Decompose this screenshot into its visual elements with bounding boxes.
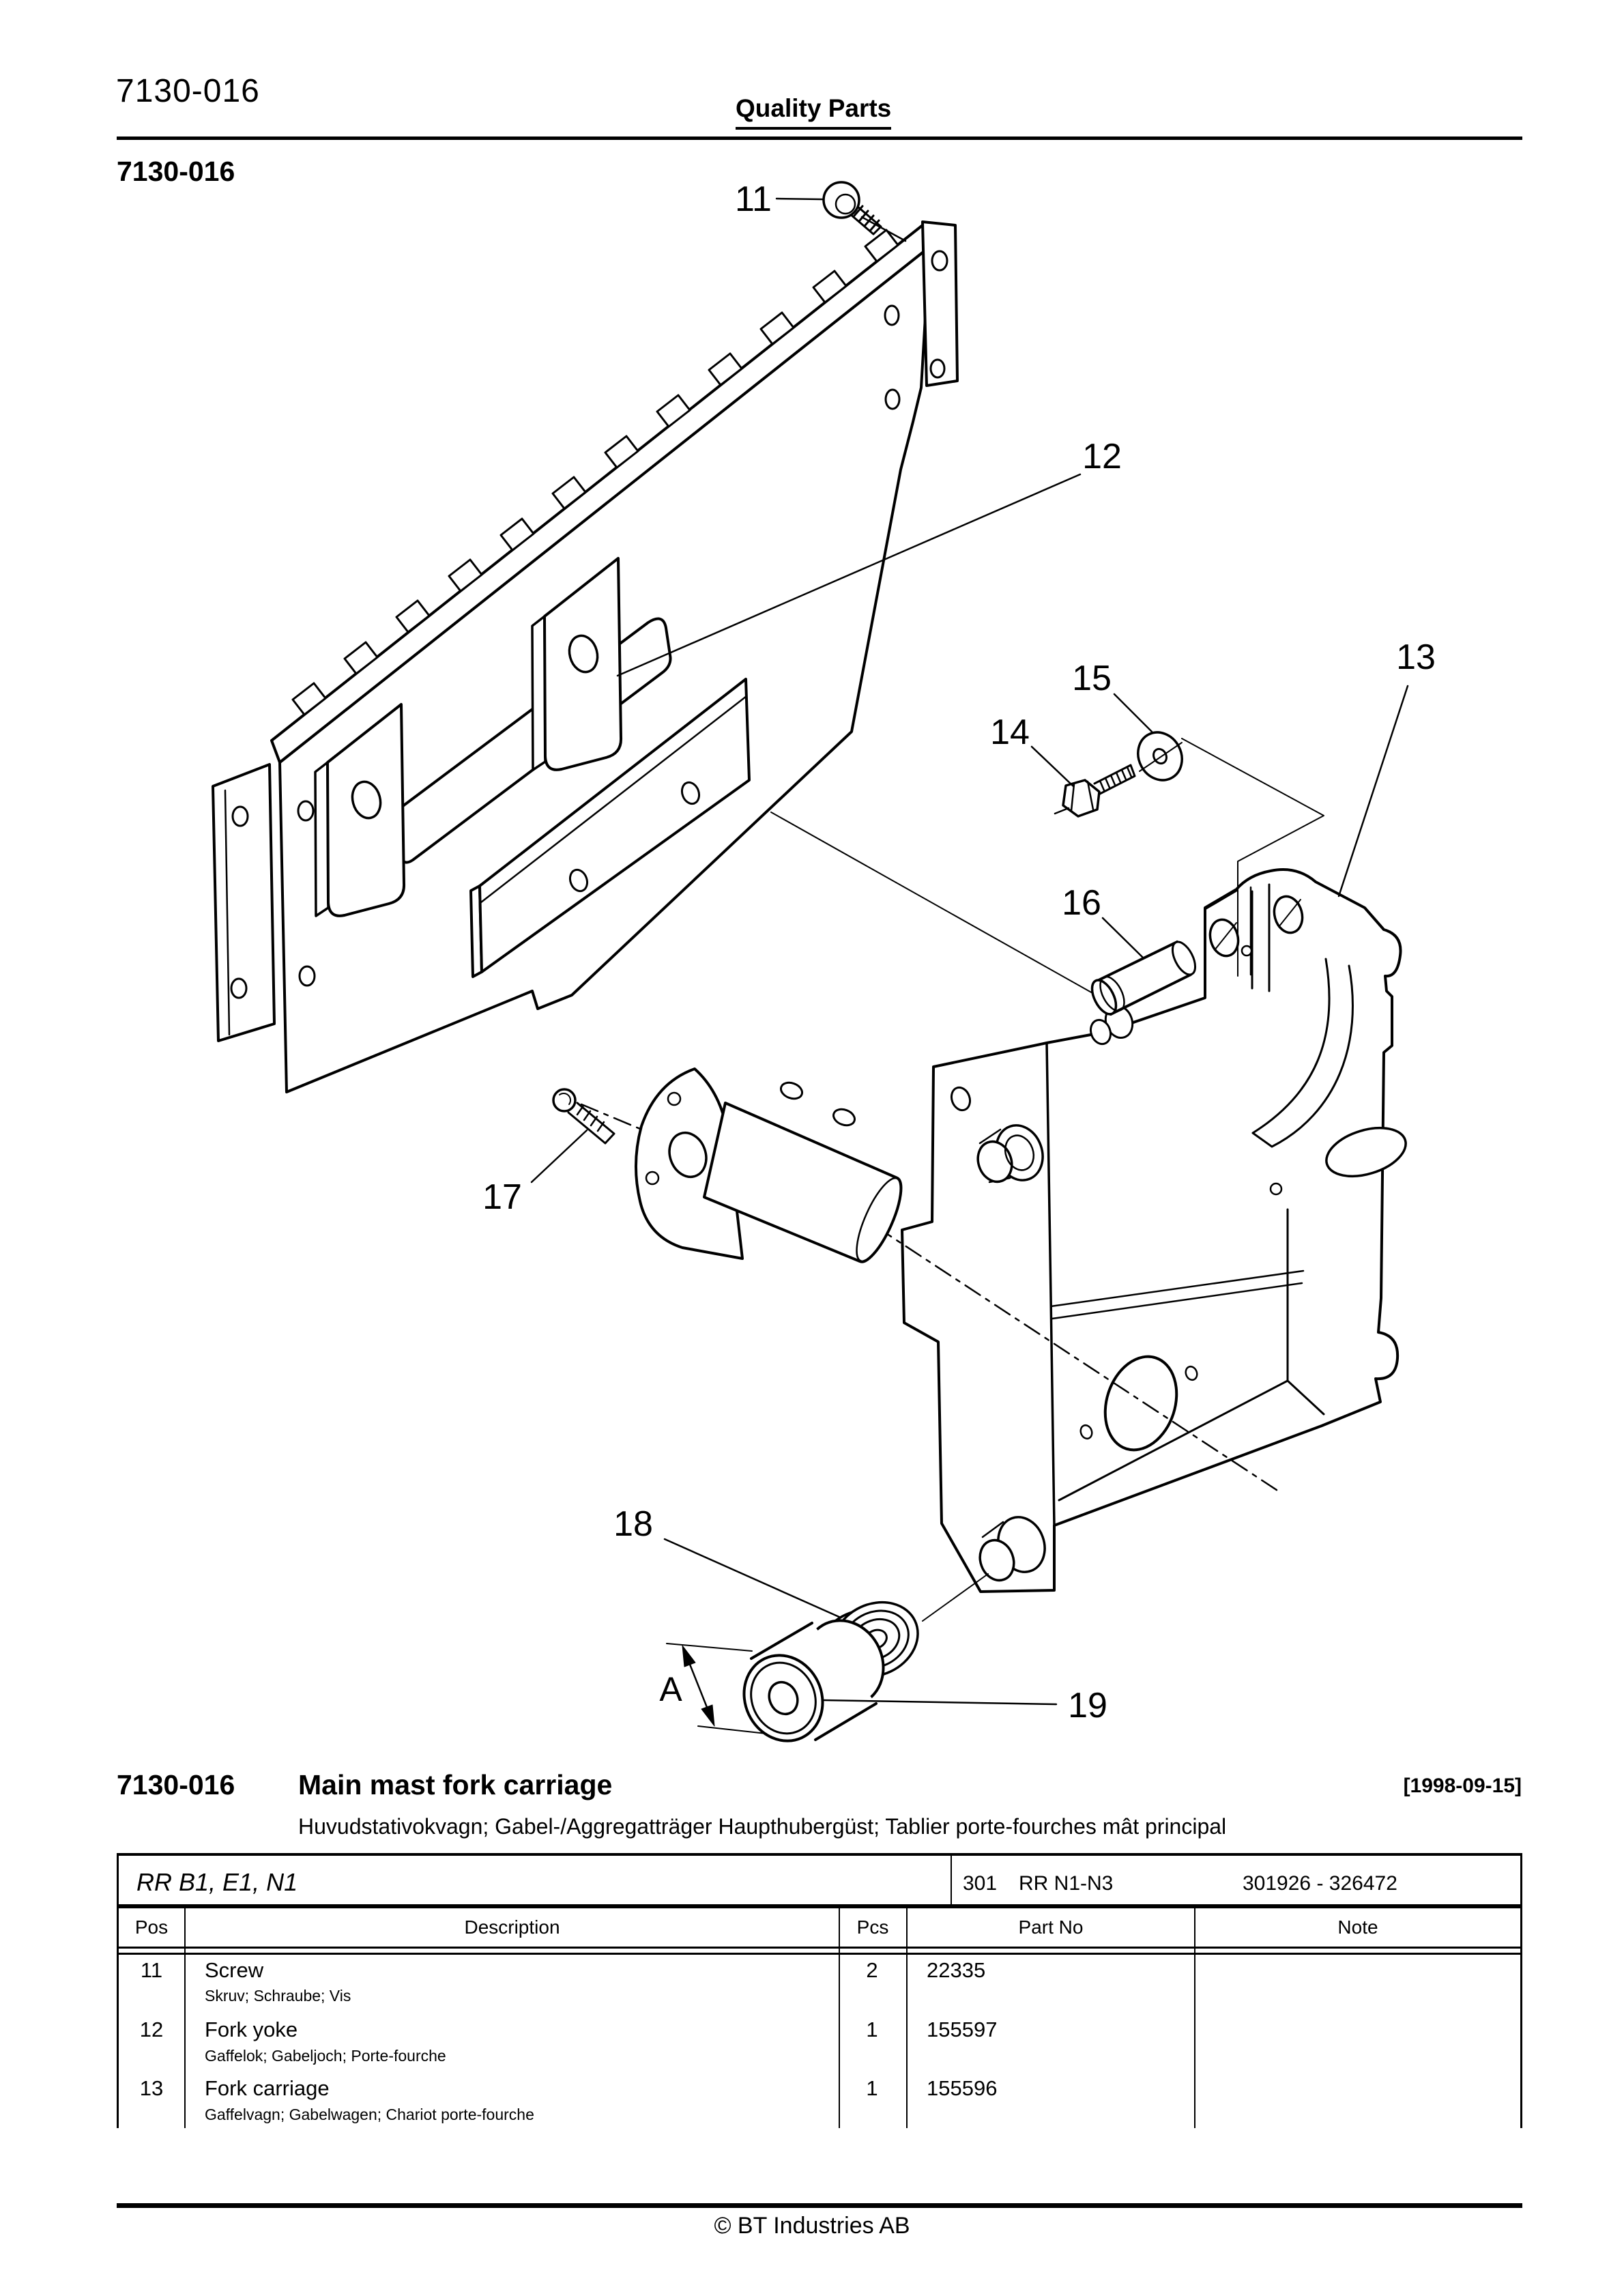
col-line-1 (184, 1908, 186, 2128)
fork-carriage-drawing (901, 868, 1407, 1593)
col-header-note: Note (1337, 1917, 1378, 1938)
band-divider (951, 1856, 952, 1904)
header-rule-1 (119, 1947, 1520, 1949)
row-description-alt: Skruv; Schraube; Vis (205, 1987, 351, 2005)
row-description-alt: Gaffelok; Gabeljoch; Porte-fourche (205, 2047, 446, 2065)
alignment-line-15 (1181, 738, 1324, 977)
header-brand-title: Quality Parts (736, 94, 892, 130)
footer-copyright: © BT Industries AB (714, 2213, 910, 2239)
dimension-a-arrow (666, 1643, 767, 1734)
callout-leaders (530, 473, 1409, 1706)
screw-11-drawing (822, 181, 882, 235)
header-rule-2 (119, 1953, 1520, 1955)
row-description: Screw (205, 1958, 264, 1982)
rail-teeth (291, 229, 899, 716)
alignment-line (770, 812, 1099, 997)
header-rule (117, 137, 1522, 140)
variant-models: RR N1-N3 (1019, 1872, 1114, 1895)
col-line-2 (839, 1908, 840, 2128)
callout-19: 19 (1068, 1686, 1107, 1725)
row-pos: 13 (139, 2076, 164, 2100)
screw-17-drawing (552, 1088, 615, 1145)
page-subtitle: Huvudstativokvagn; Gabel-/Aggregatträger… (298, 1814, 1227, 1839)
row-description: Fork yoke (205, 2018, 298, 2041)
row-partno: 155596 (927, 2076, 998, 2100)
col-header-pos: Pos (134, 1917, 169, 1938)
callout-17: 17 (482, 1177, 522, 1217)
page-title: Main mast fork carriage (298, 1769, 613, 1800)
row-description: Fork carriage (205, 2076, 330, 2100)
section-label: 7130-016 (117, 156, 235, 187)
footer-rule (117, 2203, 1522, 2208)
row-pos: 12 (139, 2018, 164, 2041)
row-pcs: 2 (866, 1958, 878, 1982)
row-description-alt: Gaffelvagn; Gabelwagen; Chariot porte-fo… (205, 2106, 534, 2123)
row-partno: 22335 (927, 1958, 986, 1982)
title-section-number: 7130-016 (117, 1769, 235, 1800)
col-header-pcs: Pcs (856, 1917, 889, 1938)
row-partno: 155597 (927, 2018, 998, 2041)
callout-18: 18 (613, 1504, 653, 1544)
col-line-3 (906, 1908, 908, 2128)
pin-16-drawing (1090, 941, 1197, 1016)
bolt-14-drawing (1054, 764, 1136, 818)
row-pcs: 1 (866, 2076, 878, 2100)
callout-13: 13 (1396, 637, 1436, 677)
roller-bracket-17-drawing (580, 1067, 1282, 1494)
serial-range: 301926 - 326472 (1243, 1872, 1397, 1895)
row-pos: 11 (140, 1958, 163, 1982)
header-doc-number: 7130-016 (116, 73, 260, 109)
fork-yoke-drawing (212, 220, 959, 1093)
col-header-partno: Part No (1018, 1917, 1084, 1938)
parts-table: RR B1, E1, N1 301 RR N1-N3 301926 - 3264… (117, 1853, 1522, 2128)
variant-label: RR B1, E1, N1 (136, 1868, 298, 1896)
callout-11: 11 (735, 180, 772, 219)
exploded-diagram: 11 12 13 14 15 16 17 18 19 A (212, 180, 1436, 1742)
callout-16: 16 (1062, 883, 1101, 923)
revision-date: [1998-09-15] (1403, 1775, 1522, 1797)
callout-12: 12 (1082, 437, 1122, 476)
variant-code: 301 (963, 1872, 998, 1895)
callout-14: 14 (990, 713, 1030, 752)
callout-15: 15 (1072, 659, 1112, 698)
col-line-4 (1194, 1908, 1195, 2128)
roller-19-drawing (742, 1619, 885, 1742)
band-rule (119, 1904, 1520, 1908)
dimension-a-label: A (659, 1670, 682, 1708)
leader-11 (775, 197, 907, 242)
col-header-description: Description (464, 1917, 560, 1938)
washer-15-drawing (1137, 731, 1183, 781)
row-pcs: 1 (866, 2018, 878, 2041)
